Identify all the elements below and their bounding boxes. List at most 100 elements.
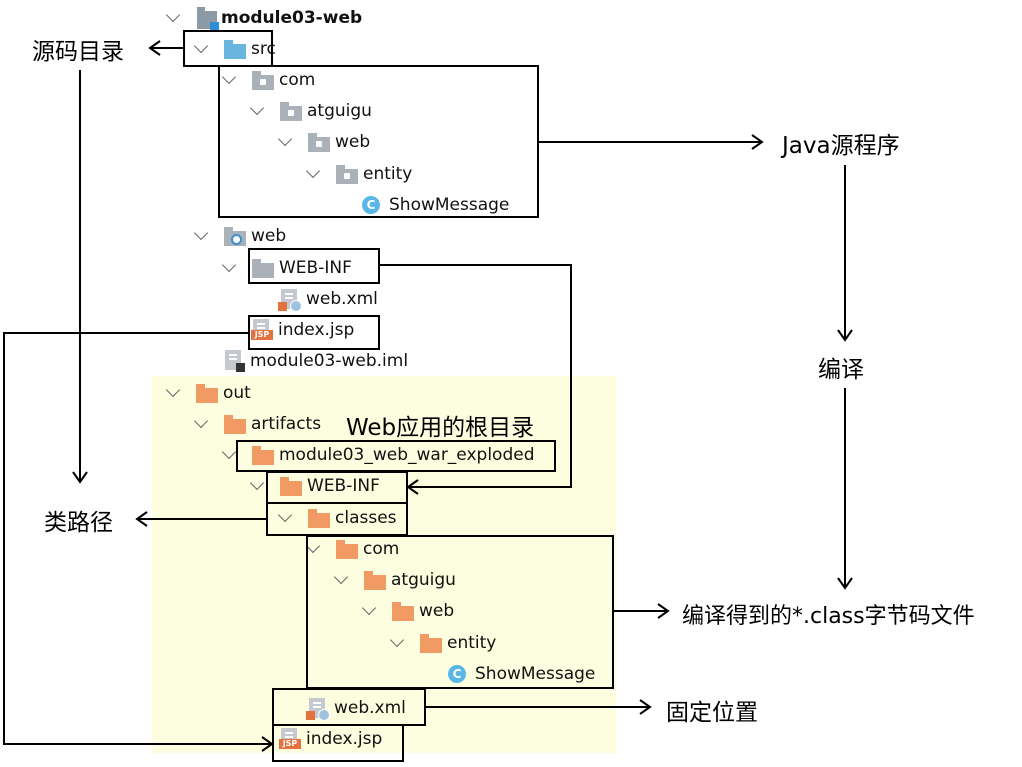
tree-label: com (279, 70, 316, 90)
tree-row-iml[interactable]: module03-web.iml (224, 349, 408, 373)
package-icon (336, 165, 358, 184)
tree-row-out-index-jsp[interactable]: JSP index.jsp (279, 727, 383, 751)
java-source-box (218, 65, 539, 218)
tree-label: index.jsp (278, 320, 355, 340)
tree-label: ShowMessage (475, 664, 596, 684)
tree-row-src-showmessage[interactable]: C ShowMessage (362, 193, 509, 217)
tree-row-module[interactable]: module03-web (165, 6, 363, 31)
tree-row-out-com[interactable]: com (305, 537, 400, 561)
annotation-source-dir: 源码目录 (32, 39, 124, 65)
tree-row-out-web-inf[interactable]: WEB-INF (249, 474, 380, 498)
arrowhead-left (148, 40, 161, 56)
jsp-file-icon: JSP (251, 319, 273, 340)
tree-label: com (363, 539, 400, 559)
excluded-folder-icon (420, 634, 442, 653)
tree-row-web-xml[interactable]: web.xml (278, 287, 378, 312)
tree-row-out[interactable]: out (165, 381, 251, 405)
tree-label: entity (363, 164, 413, 184)
tree-row-out-entity[interactable]: entity (389, 631, 497, 655)
excluded-folder-icon (364, 571, 386, 590)
annotation-java-source: Java源程序 (782, 133, 900, 159)
annotation-classpath: 类路径 (44, 510, 113, 536)
excluded-folder-icon (392, 602, 414, 621)
out-index-jsp-box (272, 724, 404, 762)
web-folder-icon (224, 227, 246, 246)
jsp-badge: JSP (251, 330, 273, 340)
tree-row-out-web[interactable]: web (361, 599, 455, 623)
arrow-index-jsp-to-out (3, 332, 272, 745)
module-folder-icon (197, 7, 219, 31)
tree-label: web (251, 226, 287, 246)
arrowhead-down (837, 329, 853, 342)
tree-row-out-atguigu[interactable]: atguigu (333, 568, 456, 592)
annotation-compiled-class: 编译得到的*.class字节码文件 (682, 604, 975, 629)
tree-label: web (419, 601, 455, 621)
class-icon: C (362, 196, 380, 214)
arrowhead-right (751, 134, 764, 150)
tree-label: module03_web_war_exploded (279, 445, 535, 465)
package-icon (252, 71, 274, 90)
tree-label: src (251, 39, 276, 59)
tree-row-out-web-xml[interactable]: web.xml (306, 696, 406, 721)
tree-row-classes[interactable]: classes (277, 506, 397, 530)
arrowhead-down (72, 471, 88, 484)
tree-label: module03-web (221, 8, 363, 28)
arrowhead-down (837, 577, 853, 590)
annotation-fixed-position: 固定位置 (666, 700, 758, 726)
package-icon (308, 133, 330, 152)
excluded-folder-icon (280, 477, 302, 496)
tree-row-index-jsp[interactable]: JSP index.jsp (251, 318, 355, 342)
excluded-folder-icon (252, 446, 274, 465)
folder-icon (252, 259, 274, 278)
iml-file-icon (225, 350, 245, 372)
xml-file-icon (306, 698, 330, 721)
output-highlight-area (152, 376, 616, 753)
web-inf-box (248, 248, 380, 284)
tree-label: artifacts (251, 414, 322, 434)
tree-label: WEB-INF (307, 476, 380, 496)
excluded-folder-icon (308, 509, 330, 528)
tree-row-src-com[interactable]: com (221, 68, 316, 92)
tree-row-src[interactable]: src (193, 37, 276, 61)
package-icon (280, 102, 302, 121)
excluded-folder-icon (224, 415, 246, 434)
tree-row-src-web[interactable]: web (277, 130, 371, 154)
arrowhead-right (657, 603, 670, 619)
tree-label: web.xml (306, 289, 378, 309)
tree-label: module03-web.iml (250, 351, 409, 371)
tree-row-out-showmessage[interactable]: C ShowMessage (448, 662, 595, 686)
excluded-folder-icon (196, 384, 218, 403)
arrowhead-right (639, 699, 652, 715)
tree-label: classes (335, 508, 397, 528)
excluded-folder-icon (336, 540, 358, 559)
compiled-classes-box (306, 535, 614, 689)
tree-row-exploded[interactable]: module03_web_war_exploded (221, 443, 535, 467)
tree-label: ShowMessage (389, 195, 510, 215)
tree-row-src-entity[interactable]: entity (305, 162, 413, 186)
source-folder-icon (224, 40, 246, 59)
tree-label: entity (447, 633, 497, 653)
tree-label: atguigu (391, 570, 456, 590)
arrowhead-right (261, 736, 274, 752)
tree-row-artifacts[interactable]: artifacts (193, 412, 322, 436)
tree-label: index.jsp (306, 729, 383, 749)
tree-label: web (335, 132, 371, 152)
arrowhead-left (406, 479, 419, 495)
index-jsp-box (248, 315, 380, 350)
jsp-badge: JSP (279, 739, 301, 749)
tree-label: out (223, 383, 251, 403)
tree-row-web-inf[interactable]: WEB-INF (221, 256, 352, 280)
xml-file-icon (278, 289, 302, 312)
jsp-file-icon: JSP (279, 728, 301, 749)
class-icon: C (448, 665, 466, 683)
arrow-web-inf-to-out-web-inf (380, 264, 572, 488)
annotation-compile: 编译 (818, 357, 864, 383)
tree-label: WEB-INF (279, 258, 352, 278)
tree-label: atguigu (307, 101, 372, 121)
tree-row-web[interactable]: web (193, 224, 287, 248)
annotation-web-root: Web应用的根目录 (346, 415, 535, 441)
tree-row-src-atguigu[interactable]: atguigu (249, 99, 372, 123)
arrowhead-left (135, 511, 148, 527)
tree-label: web.xml (334, 698, 406, 718)
